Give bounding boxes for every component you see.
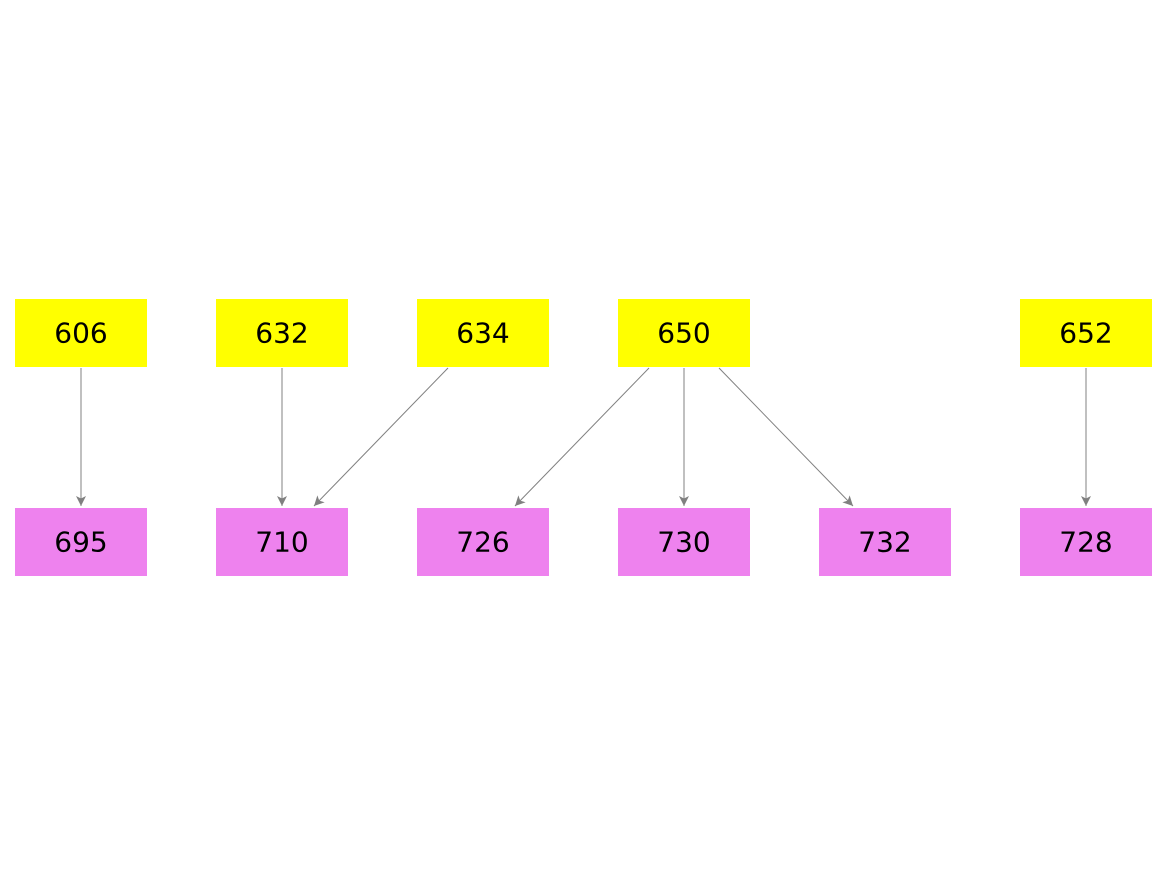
- node-box-730: [618, 508, 750, 576]
- node-726: 726: [417, 508, 549, 576]
- node-652: 652: [1020, 299, 1152, 367]
- node-632: 632: [216, 299, 348, 367]
- edge-634-710: [313, 367, 449, 507]
- node-label-710: 710: [255, 526, 308, 559]
- node-695: 695: [15, 508, 147, 576]
- node-box-726: [417, 508, 549, 576]
- node-box-728: [1020, 508, 1152, 576]
- node-label-606: 606: [54, 317, 107, 350]
- node-box-695: [15, 508, 147, 576]
- node-label-632: 632: [255, 317, 308, 350]
- node-box-650: [618, 299, 750, 367]
- node-label-730: 730: [657, 526, 710, 559]
- node-label-726: 726: [456, 526, 509, 559]
- node-box-652: [1020, 299, 1152, 367]
- node-label-728: 728: [1059, 526, 1112, 559]
- node-606: 606: [15, 299, 147, 367]
- edges-layer: [76, 367, 1091, 507]
- node-label-695: 695: [54, 526, 107, 559]
- node-box-710: [216, 508, 348, 576]
- node-650: 650: [618, 299, 750, 367]
- node-label-650: 650: [657, 317, 710, 350]
- node-710: 710: [216, 508, 348, 576]
- node-label-652: 652: [1059, 317, 1112, 350]
- node-box-606: [15, 299, 147, 367]
- nodes-layer: 606 632 634 650 652 695 710 726 730 732 728: [15, 299, 1152, 576]
- node-label-732: 732: [858, 526, 911, 559]
- node-box-634: [417, 299, 549, 367]
- edge-650-726: [514, 367, 650, 507]
- node-732: 732: [819, 508, 951, 576]
- edge-650-732: [718, 367, 854, 507]
- node-box-732: [819, 508, 951, 576]
- node-box-632: [216, 299, 348, 367]
- node-634: 634: [417, 299, 549, 367]
- node-730: 730: [618, 508, 750, 576]
- node-label-634: 634: [456, 317, 509, 350]
- node-728: 728: [1020, 508, 1152, 576]
